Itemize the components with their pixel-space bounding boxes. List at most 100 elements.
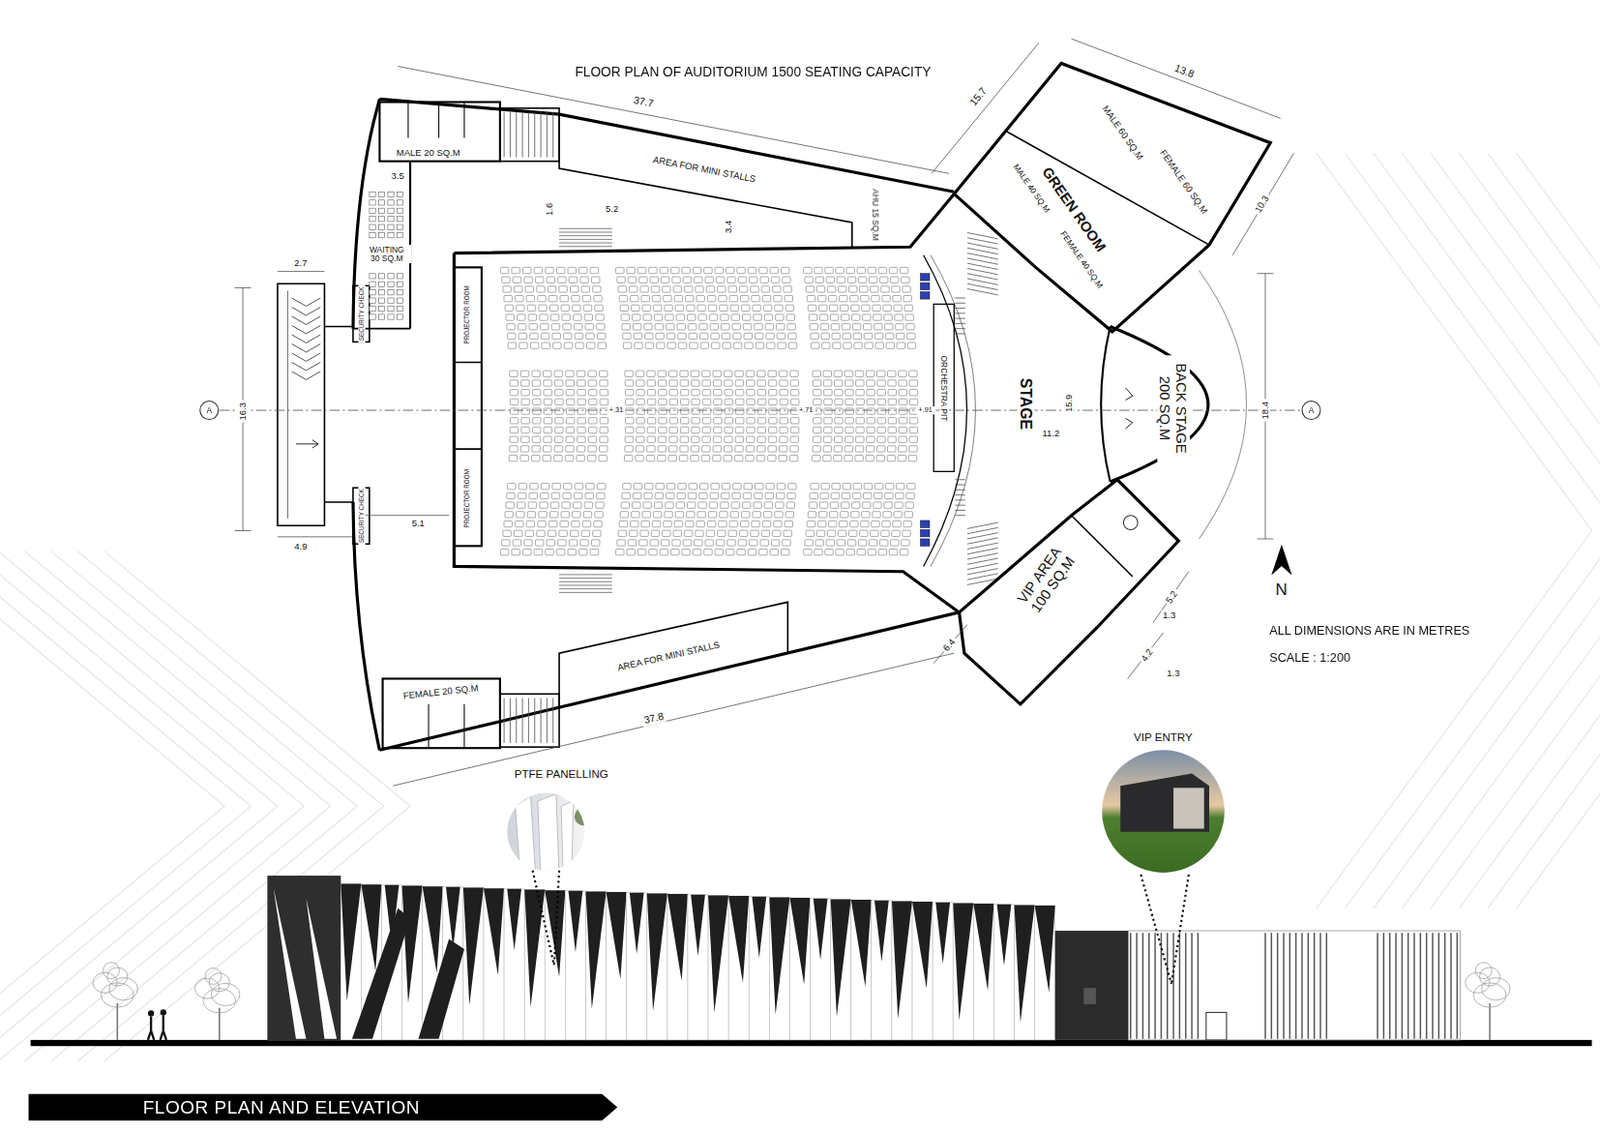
stair-step — [967, 233, 999, 239]
ptfe-panel — [932, 902, 953, 1040]
seat — [790, 398, 799, 405]
seat — [647, 445, 655, 452]
seat — [676, 314, 684, 321]
seat — [823, 454, 831, 461]
seat — [844, 370, 853, 377]
seat — [888, 426, 896, 433]
seat — [387, 314, 394, 320]
stair-step — [967, 242, 999, 249]
seat — [881, 530, 889, 536]
seat — [387, 207, 394, 213]
seat — [658, 408, 667, 415]
seat — [757, 398, 766, 405]
seat — [769, 408, 777, 415]
dimension: 18.4 — [1259, 399, 1271, 422]
seat — [718, 520, 727, 527]
seat — [715, 276, 724, 283]
ground-line — [30, 1039, 1593, 1046]
seat — [645, 342, 653, 349]
room-name: AHU 15 SQ.M — [869, 186, 880, 243]
seat — [691, 426, 700, 433]
seat — [687, 492, 696, 499]
seat — [378, 191, 385, 197]
seat — [862, 314, 871, 321]
seat — [877, 380, 886, 386]
seat — [636, 380, 645, 386]
wall-line — [559, 601, 788, 708]
seat — [818, 511, 827, 518]
seat — [863, 483, 872, 490]
stair-step — [967, 553, 999, 560]
seat — [662, 286, 671, 293]
seat — [812, 436, 821, 443]
seat — [864, 342, 873, 349]
seat — [369, 191, 376, 197]
tree — [109, 977, 139, 1001]
seat — [369, 281, 376, 287]
seat — [378, 200, 385, 206]
ptfe-panel-shade — [340, 884, 361, 1002]
seat — [651, 295, 660, 301]
seat — [541, 342, 550, 349]
dimension: 5.2 — [1161, 587, 1181, 608]
seat — [560, 520, 568, 527]
seat — [907, 342, 916, 349]
seat — [833, 436, 842, 443]
seat — [894, 314, 903, 321]
seat — [773, 520, 782, 527]
seat — [833, 445, 842, 452]
seat — [378, 273, 385, 279]
seat — [783, 530, 792, 536]
seat — [719, 511, 728, 518]
seat — [772, 286, 781, 293]
seat — [757, 370, 766, 377]
stair-step — [559, 235, 613, 237]
seat — [743, 332, 752, 339]
north-arrow — [1272, 545, 1291, 573]
seat — [649, 266, 657, 273]
fin — [1282, 932, 1284, 1039]
tree — [1473, 982, 1507, 1008]
seat — [588, 426, 596, 433]
seat — [842, 332, 851, 339]
seat — [526, 520, 534, 527]
stair — [500, 693, 560, 747]
stair-step — [540, 112, 542, 157]
seat — [856, 408, 864, 415]
seat — [655, 483, 664, 490]
ptfe-panel-shade — [629, 892, 645, 954]
seat — [647, 380, 655, 386]
seat — [704, 266, 712, 273]
seat — [867, 549, 876, 556]
seat — [770, 266, 778, 273]
ptfe-panel-shade — [585, 890, 606, 1008]
seat — [839, 520, 848, 527]
seat — [707, 520, 715, 527]
seat — [868, 539, 877, 546]
room-outline — [379, 101, 500, 161]
seat — [713, 398, 722, 405]
stair — [500, 108, 560, 162]
seat — [369, 233, 376, 238]
stair-step — [559, 577, 613, 579]
seat — [507, 332, 516, 339]
seat — [599, 370, 608, 377]
seat — [904, 304, 913, 311]
seat — [624, 426, 633, 433]
seat — [746, 417, 755, 424]
seat — [665, 314, 674, 321]
fin — [1326, 932, 1328, 1039]
seat — [768, 445, 776, 452]
ptfe-panel — [891, 900, 913, 1039]
seat — [890, 276, 899, 283]
seat — [625, 417, 634, 424]
stair-step — [954, 312, 966, 314]
seat — [520, 370, 529, 377]
seat — [754, 332, 763, 339]
seat — [598, 454, 607, 461]
dimension: 15.7 — [965, 84, 990, 111]
seat — [766, 332, 774, 339]
ptfe-panel-shade — [813, 898, 829, 960]
wall-line — [379, 612, 959, 750]
seat — [836, 276, 845, 283]
